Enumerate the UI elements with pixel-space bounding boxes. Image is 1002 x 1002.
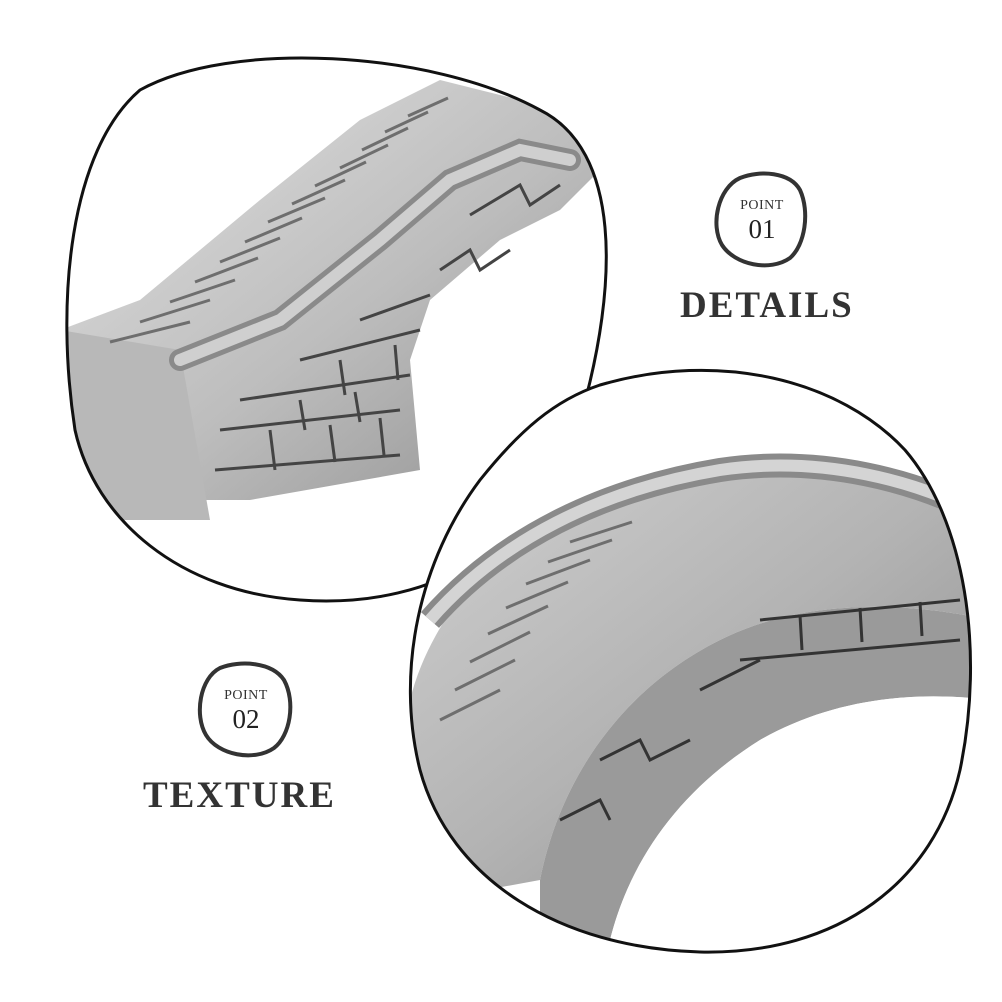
detail-photo-stairs: [66, 57, 607, 601]
texture-label: TEXTURE: [143, 775, 336, 816]
point-badge-2-number: 02: [232, 704, 260, 734]
detail-outline-2: [408, 368, 972, 954]
point-badge-2-label: POINT: [224, 688, 268, 703]
details-label: DETAILS: [680, 285, 854, 326]
point-badge-shape-1: [714, 171, 808, 268]
point-badge-shape-2: [197, 661, 293, 758]
point-badge-2: POINT 02: [198, 666, 294, 756]
point-badge-1-number: 01: [748, 214, 776, 244]
point-badge-1: POINT 01: [714, 176, 810, 266]
point-badge-1-label: POINT: [740, 198, 784, 213]
